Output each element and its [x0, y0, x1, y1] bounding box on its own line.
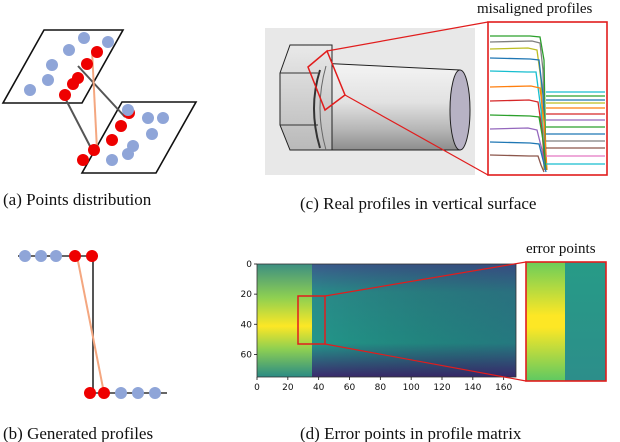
upper-plane — [1, 29, 125, 104]
cylinder-body — [317, 62, 466, 151]
x-tick-label: 80 — [375, 383, 387, 393]
misaligned-profile-lines — [489, 35, 605, 173]
caption-d: (d) Error points in profile matrix — [300, 424, 522, 442]
y-tick-label: 20 — [241, 290, 253, 300]
panel-d: 0 20 40 60 80 100 120 140 160 0 20 40 60 error poin… — [241, 241, 607, 442]
red-points-top-row — [69, 250, 98, 262]
blue-points-upper — [24, 32, 114, 96]
zoom-box-d — [525, 261, 607, 382]
red-points-bottom-row — [84, 387, 110, 399]
blue-points-bottom-row — [115, 387, 161, 399]
x-tick-label: 140 — [464, 383, 481, 393]
x-tick-label: 20 — [282, 383, 294, 393]
profile-links — [63, 49, 126, 151]
highlight-box-d — [297, 295, 326, 345]
cylinder-end-cap — [449, 69, 471, 151]
callout-misaligned-profiles: misaligned profiles — [477, 1, 593, 17]
x-tick-label: 40 — [313, 383, 325, 393]
zoom-right-region — [565, 262, 606, 381]
blue-points-top-row — [19, 250, 62, 262]
blue-points-lower — [106, 104, 169, 166]
callout-error-points: error points — [526, 241, 596, 257]
x-tick-label: 160 — [495, 383, 512, 393]
zoom-box-c — [487, 21, 608, 176]
x-tick-label: 0 — [254, 383, 260, 393]
heatmap-frame — [256, 263, 517, 378]
x-tick-label: 60 — [344, 383, 356, 393]
x-axis-ticks: 0 20 40 60 80 100 120 140 160 — [254, 377, 513, 393]
red-points-lower — [77, 107, 135, 166]
red-points-upper — [59, 46, 103, 101]
lower-plane — [80, 101, 198, 174]
y-tick-label: 40 — [241, 320, 253, 330]
y-tick-label: 60 — [241, 350, 253, 360]
zoom-left-region — [526, 262, 565, 381]
x-tick-label: 120 — [433, 383, 450, 393]
caption-b: (b) Generated profiles — [3, 424, 153, 442]
y-tick-label: 0 — [246, 260, 252, 270]
caption-a: (a) Points distribution — [3, 190, 152, 209]
hex-head — [279, 44, 333, 151]
generated-profile-link — [76, 255, 105, 394]
panel-c: misaligned profiles (c) Real profiles in… — [265, 1, 608, 213]
heatmap-left-region — [257, 264, 312, 377]
panel-b: (b) Generated profiles — [3, 250, 167, 442]
panel-a: (a) Points distribution — [1, 29, 198, 209]
y-axis-ticks: 0 20 40 60 — [241, 260, 257, 360]
caption-c: (c) Real profiles in vertical surface — [300, 194, 536, 213]
x-tick-label: 100 — [403, 383, 420, 393]
groove — [313, 69, 321, 149]
